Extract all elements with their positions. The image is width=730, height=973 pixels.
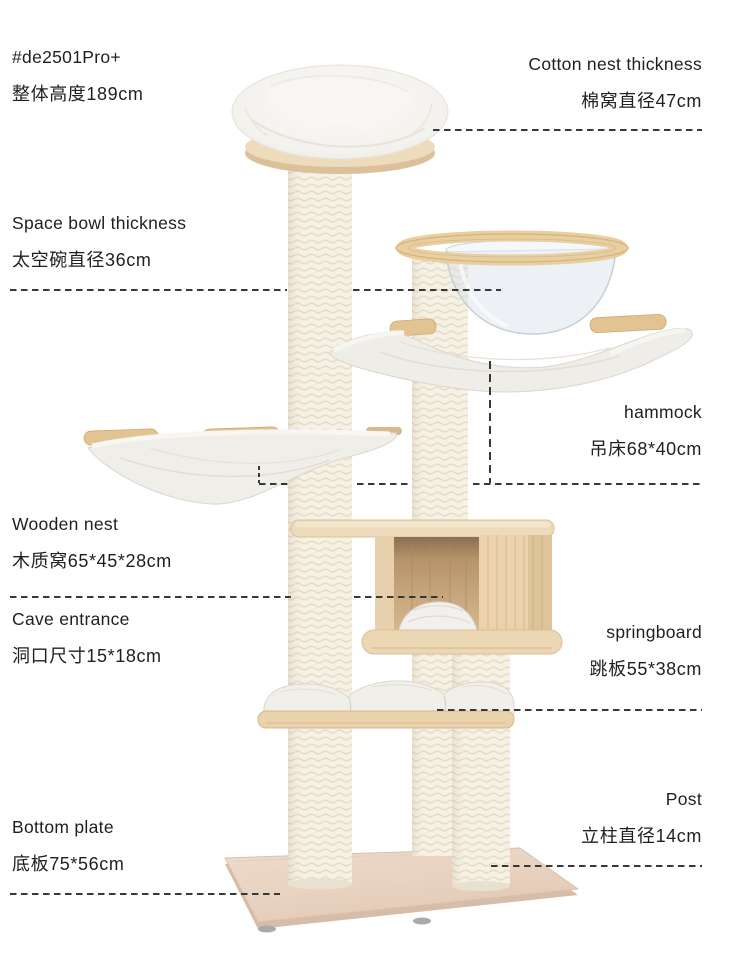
- product-model: #de2501Pro+: [12, 47, 121, 67]
- hammock-lower: [83, 426, 402, 505]
- annotation-en-label: Wooden nest: [12, 514, 119, 534]
- cotton-nest: [231, 64, 449, 174]
- annotation-springboard: springboard 跳板55*38cm: [590, 622, 702, 680]
- product-header: #de2501Pro+ 整体高度189cm: [12, 47, 143, 105]
- annotation-space-bowl: Space bowl thickness 太空碗直径36cm: [12, 213, 186, 271]
- base-foot: [258, 925, 276, 933]
- house-slat-wall: [479, 535, 552, 643]
- annotation-zh-label: 跳板55*38cm: [589, 659, 702, 679]
- springboard: [257, 680, 515, 729]
- base-foot: [413, 917, 431, 925]
- base-plate: [224, 847, 579, 933]
- annotation-en-label: Cave entrance: [12, 609, 130, 629]
- leader-lines: [10, 129, 702, 895]
- annotation-zh-label: 立柱直径14cm: [581, 826, 702, 846]
- annotation-wooden-nest: Wooden nest 木质窝65*45*28cm: [12, 514, 172, 572]
- annotation-en-label: springboard: [606, 622, 702, 642]
- annotation-en-label: Space bowl thickness: [12, 213, 187, 233]
- annotation-zh-label: 底板75*56cm: [12, 854, 125, 874]
- hammock-upper: [329, 313, 693, 393]
- product-overall-height: 整体高度189cm: [12, 84, 144, 104]
- annotation-en-label: Bottom plate: [12, 817, 114, 837]
- annotation-zh-label: 木质窝65*45*28cm: [12, 551, 172, 571]
- annotation-hammock: hammock 吊床68*40cm: [590, 402, 702, 460]
- annotation-en-label: Post: [665, 789, 702, 809]
- annotation-en-label: hammock: [624, 402, 702, 422]
- annotation-en-label: Cotton nest thickness: [528, 54, 702, 74]
- annotation-cotton-nest: Cotton nest thickness 棉窝直径47cm: [528, 54, 702, 112]
- annotation-zh-label: 洞口尺寸15*18cm: [12, 646, 162, 666]
- space-bowl: [395, 230, 629, 335]
- annotation-zh-label: 太空碗直径36cm: [12, 250, 152, 270]
- annotation-cave-entrance: Cave entrance 洞口尺寸15*18cm: [12, 609, 162, 667]
- annotation-post: Post 立柱直径14cm: [581, 789, 702, 847]
- annotation-zh-label: 棉窝直径47cm: [581, 91, 702, 111]
- annotation-bottom-plate: Bottom plate 底板75*56cm: [12, 817, 124, 875]
- annotation-zh-label: 吊床68*40cm: [589, 439, 702, 459]
- wooden-house: [290, 519, 563, 655]
